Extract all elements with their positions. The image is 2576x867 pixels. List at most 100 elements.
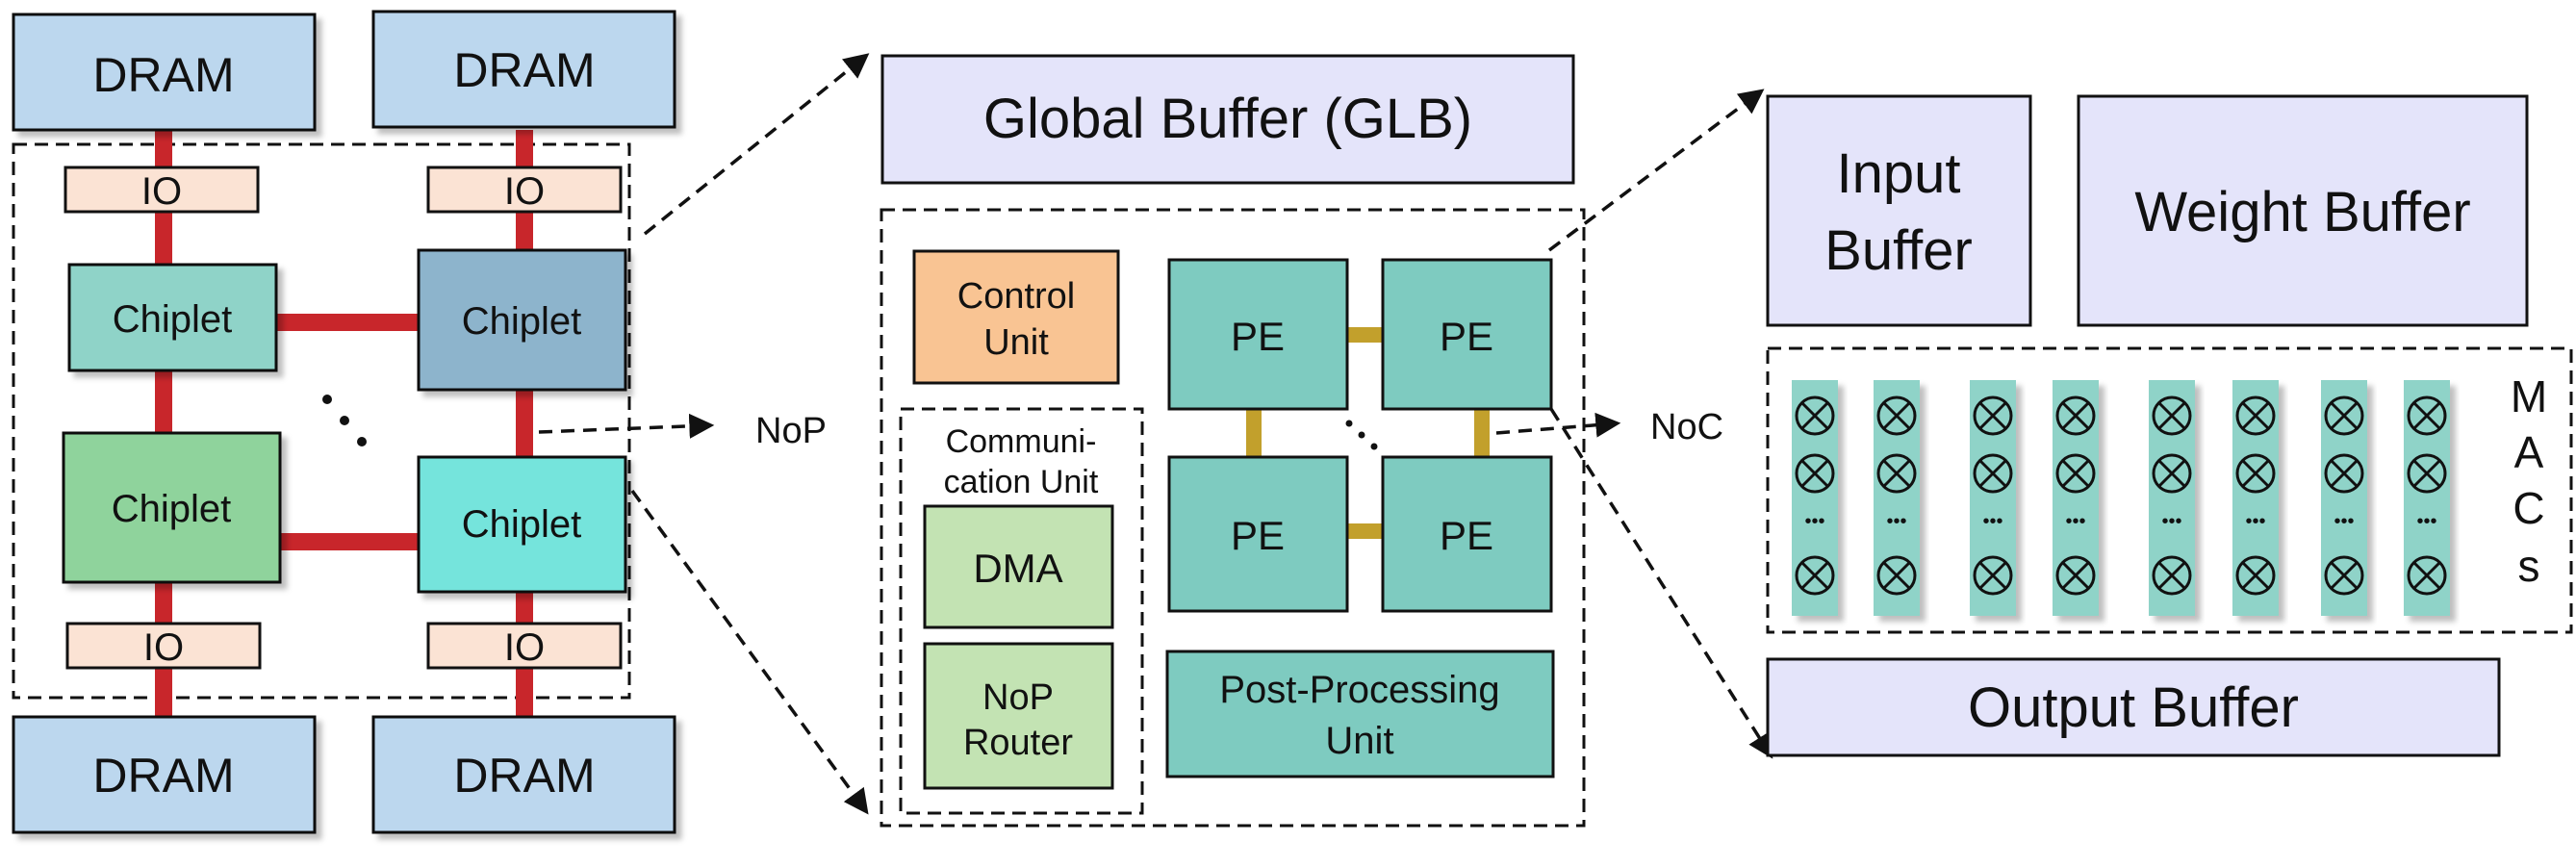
mac-multiply-stroke — [2157, 401, 2186, 430]
mac-multiply-icon — [1795, 395, 1835, 436]
mac-multiply-stroke — [2412, 459, 2441, 488]
mac-multiply-stroke — [2241, 459, 2270, 488]
io-label: IO — [504, 626, 545, 669]
post-processing-label-line2: Unit — [1325, 720, 1393, 762]
mac-column: ••• — [2232, 380, 2279, 616]
mac-multiply-stroke — [1882, 459, 1911, 488]
io-bottom-right: IO — [426, 622, 623, 670]
mac-multiply-icon — [2324, 555, 2364, 596]
mac-multiply-icon — [2235, 555, 2276, 596]
mac-ellipsis: ••• — [1886, 511, 1906, 532]
mac-multiply-stroke — [1800, 459, 1829, 488]
mac-multiply-icon — [1795, 453, 1835, 494]
mac-column: ••• — [1970, 380, 2016, 616]
dma-label: DMA — [973, 546, 1062, 591]
control-unit: Control Unit — [912, 249, 1120, 385]
input-buffer-label-line1: Input — [1837, 142, 1961, 205]
mac-multiply-icon — [2055, 453, 2096, 494]
input-buffer-label-line2: Buffer — [1824, 219, 1973, 282]
mac-multiply-icon — [2324, 395, 2364, 436]
weight-buffer-label: Weight Buffer — [2134, 181, 2470, 243]
pe-label: PE — [1440, 513, 1493, 558]
communication-unit-boundary — [899, 407, 1144, 815]
pe-bottom-left: PE — [1167, 455, 1349, 613]
mac-multiply-stroke — [2330, 561, 2359, 590]
mac-ellipsis: ••• — [2334, 511, 2354, 532]
io-top-left: IO — [64, 166, 260, 214]
mac-array-boundary — [1766, 346, 2573, 634]
mac-multiply-stroke — [2157, 561, 2186, 590]
mac-multiply-stroke — [2061, 459, 2090, 488]
mac-multiply-stroke — [2330, 459, 2359, 488]
nop-router-label-line1: NoP — [982, 677, 1054, 718]
chiplet-package: DRAM DRAM DRAM DRAM IO IO IO IO — [12, 10, 676, 834]
control-unit-label-line1: Control — [957, 276, 1076, 317]
dram-bottom-right: DRAM — [371, 715, 676, 834]
chiplet-detail: Global Buffer (GLB) Control Unit Communi… — [880, 54, 1586, 828]
output-buffer-label: Output Buffer — [1968, 676, 2299, 739]
mac-multiply-icon — [1876, 453, 1917, 494]
pe-top-left: PE — [1167, 258, 1349, 411]
weight-buffer: Weight Buffer — [2077, 94, 2529, 327]
mac-multiply-icon — [2152, 395, 2192, 436]
pe-ellipsis — [1345, 420, 1378, 450]
package-boundary — [12, 142, 631, 700]
chiplet-top-left: Chiplet — [67, 263, 278, 372]
mac-ellipsis: ••• — [2416, 511, 2436, 532]
mac-multiply-icon — [2152, 555, 2192, 596]
mac-column: ••• — [1792, 380, 1838, 616]
pe-bottom-right: PE — [1381, 455, 1553, 613]
zoom-arrow-top-right — [1547, 89, 1765, 252]
chiplet-detail-boundary — [880, 208, 1586, 828]
mac-multiply-stroke — [1882, 561, 1911, 590]
macs-letter-a: A — [2514, 427, 2544, 477]
dram-label: DRAM — [92, 48, 234, 102]
control-unit-label-line2: Unit — [983, 322, 1049, 363]
io-label: IO — [143, 626, 184, 669]
pe-label: PE — [1231, 513, 1285, 558]
noc-label: NoC — [1650, 407, 1723, 447]
mac-multiply-icon — [2055, 555, 2096, 596]
dram-bottom-left: DRAM — [12, 715, 317, 834]
chiplet-bottom-right: Chiplet — [417, 455, 627, 594]
dram-label: DRAM — [453, 43, 595, 97]
input-buffer: Input Buffer — [1766, 94, 2032, 327]
communication-unit-label-line1: Communi- — [946, 423, 1097, 460]
mac-multiply-stroke — [2061, 401, 2090, 430]
nop-router: NoP Router — [923, 642, 1114, 790]
pe-detail: Input Buffer Weight Buffer ••• ••• ••• ••• •… — [1766, 94, 2573, 757]
communication-unit: Communi- cation Unit DMA NoP Router — [899, 407, 1144, 815]
mac-ellipsis: ••• — [2161, 511, 2181, 532]
mac-column: ••• — [2149, 380, 2195, 616]
mac-multiply-stroke — [2412, 401, 2441, 430]
mac-multiply-icon — [2055, 395, 2096, 436]
output-buffer: Output Buffer — [1766, 657, 2501, 757]
mac-multiply-stroke — [2241, 561, 2270, 590]
mac-multiply-icon — [1973, 453, 2013, 494]
io-bottom-left: IO — [65, 622, 262, 670]
io-label: IO — [504, 170, 545, 213]
io-top-right: IO — [426, 166, 623, 214]
mac-multiply-stroke — [1978, 561, 2007, 590]
noc-arrow — [1495, 412, 1621, 438]
dram-top-right: DRAM — [371, 10, 676, 129]
mac-ellipsis: ••• — [1804, 511, 1824, 532]
mac-multiply-stroke — [2157, 459, 2186, 488]
dram-top-left: DRAM — [12, 13, 317, 132]
chiplet-label: Chiplet — [112, 488, 232, 530]
mac-multiply-icon — [1973, 555, 2013, 596]
mac-multiply-icon — [2235, 395, 2276, 436]
io-label: IO — [141, 170, 182, 213]
mac-multiply-stroke — [2241, 401, 2270, 430]
mac-multiply-icon — [2407, 453, 2447, 494]
mac-multiply-stroke — [1800, 401, 1829, 430]
chiplet-label: Chiplet — [462, 503, 582, 546]
mac-multiply-icon — [2407, 555, 2447, 596]
dram-label: DRAM — [453, 749, 595, 803]
global-buffer: Global Buffer (GLB) — [880, 54, 1575, 185]
mac-multiply-icon — [2152, 453, 2192, 494]
mac-multiply-icon — [2235, 453, 2276, 494]
mac-multiply-stroke — [1800, 561, 1829, 590]
mac-multiply-stroke — [2412, 561, 2441, 590]
